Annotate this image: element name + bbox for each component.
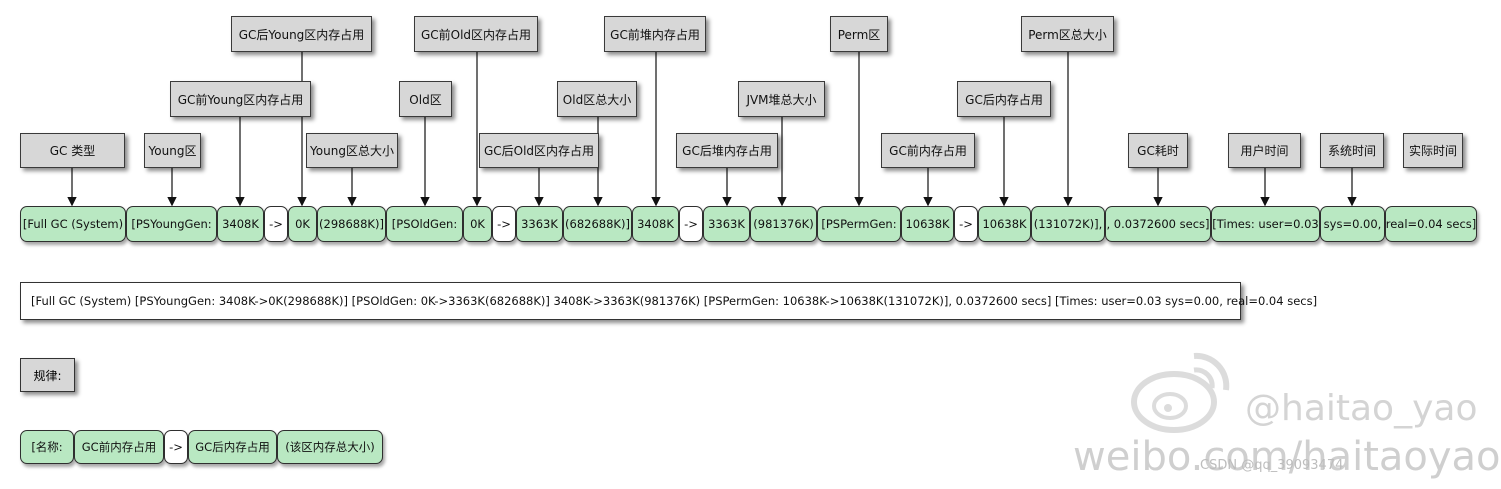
log-cell-old-before: 0K	[463, 206, 492, 242]
log-cell-arrow: ->	[492, 206, 516, 242]
full-log-line: [Full GC (System) [PSYoungGen: 3408K->0K…	[20, 282, 1317, 320]
label-young-after: GC后Young区内存占用	[231, 16, 372, 52]
label-young-area: Young区	[144, 133, 201, 168]
log-cell-heap-before: 3408K	[632, 206, 679, 242]
label-gc-time: GC耗时	[1128, 133, 1188, 168]
weibo-logo-icon	[1131, 352, 1230, 433]
log-cell-young-after: 0K	[288, 206, 317, 242]
watermark-csdn: CSDN @qq_39093474	[1200, 458, 1344, 473]
label-young-total: Young区总大小	[306, 133, 398, 168]
label-old-after: GC后Old区内存占用	[479, 133, 599, 168]
log-cell-psoldgen: [PSOldGen:	[386, 206, 463, 242]
rule-cell-before: GC前内存占用	[74, 430, 164, 464]
log-cell-arrow: ->	[264, 206, 288, 242]
log-cell-user-time: [Times: user=0.03	[1211, 206, 1320, 242]
log-cell-full-gc: [Full GC (System)	[20, 206, 126, 242]
label-heap-before: GC前堆内存占用	[604, 16, 706, 52]
rule-cell-after: GC后内存占用	[188, 430, 277, 464]
log-cell-psyounggen: [PSYoungGen:	[126, 206, 217, 242]
rule-cell-name: [名称:	[20, 430, 74, 464]
watermark-handle: @haitao_yao	[1245, 388, 1478, 429]
log-cell-heap-after: 3363K	[703, 206, 750, 242]
log-cell-arrow: ->	[954, 206, 978, 242]
label-perm-before: GC前内存占用	[881, 133, 975, 168]
log-cell-gc-time: , 0.0372600 secs]	[1105, 206, 1211, 242]
label-user-time: 用户时间	[1228, 133, 1301, 168]
label-heap-after: GC后堆内存占用	[676, 133, 778, 168]
log-cell-real-time: real=0.04 secs]	[1385, 206, 1477, 242]
log-cell-young-total: (298688K)]	[317, 206, 386, 242]
label-perm-area: Perm区	[830, 16, 888, 52]
label-gc-type: GC 类型	[20, 133, 125, 168]
label-perm-after: GC后内存占用	[957, 81, 1051, 117]
log-cell-perm-before: 10638K	[901, 206, 954, 242]
log-cell-old-after: 3363K	[516, 206, 563, 242]
log-cell-young-before: 3408K	[217, 206, 264, 242]
label-old-total: Old区总大小	[557, 81, 637, 117]
log-cell-jvm-total: (981376K)	[750, 206, 817, 242]
rule-cell-arrow: ->	[164, 430, 188, 464]
label-young-before: GC前Young区内存占用	[170, 81, 311, 117]
log-cell-sys-time: sys=0.00,	[1320, 206, 1385, 242]
log-cell-pspermgen: [PSPermGen:	[817, 206, 901, 242]
label-old-before: GC前Old区内存占用	[414, 16, 538, 52]
log-cell-perm-after: 10638K	[978, 206, 1031, 242]
log-cell-arrow: ->	[679, 206, 703, 242]
label-old-area: Old区	[399, 81, 452, 117]
log-cell-perm-total: (131072K)],	[1031, 206, 1105, 242]
rule-cell-total: (该区内存总大小)	[277, 430, 383, 464]
label-real-time: 实际时间	[1403, 133, 1463, 168]
label-jvm-total: JVM堆总大小	[738, 81, 825, 117]
watermark-url: weibo.com/haitaoyao	[1073, 434, 1501, 480]
rule-label: 规律:	[20, 358, 75, 392]
log-cell-old-total: (682688K)]	[563, 206, 632, 242]
label-sys-time: 系统时间	[1320, 133, 1384, 168]
label-perm-total: Perm区总大小	[1021, 16, 1114, 52]
